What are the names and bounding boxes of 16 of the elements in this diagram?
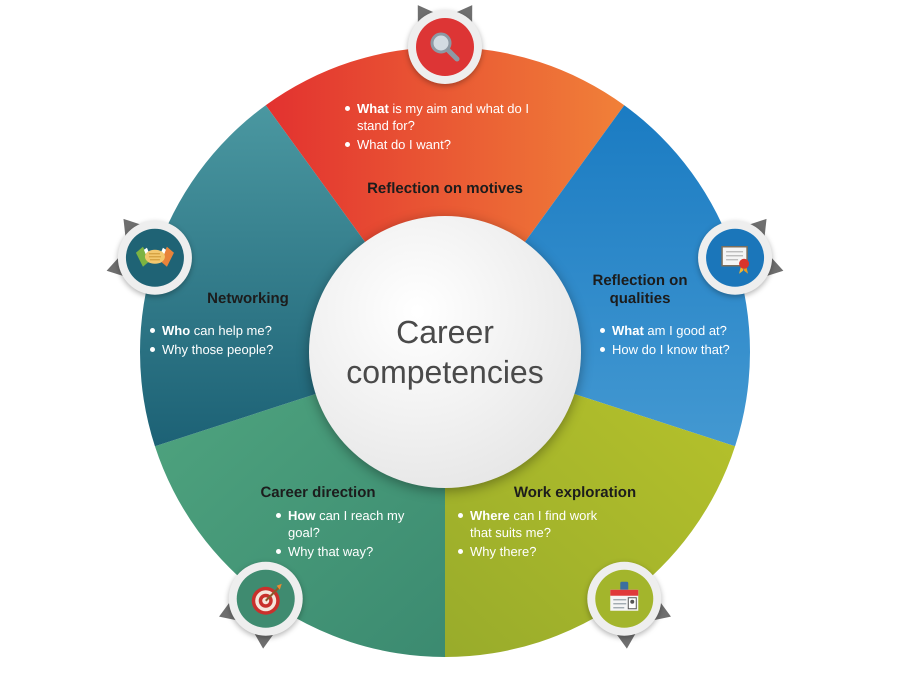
bullet-text: Where can I find work that suits me?: [470, 507, 598, 541]
bullet-text: Why that way?: [288, 543, 374, 560]
bullet-text: How can I reach my goal?: [288, 507, 406, 541]
segment-heading: Career direction: [260, 484, 376, 502]
bullet-text: Why those people?: [162, 341, 274, 358]
segment-heading: Networking: [207, 290, 289, 308]
bullet-text: What do I want?: [357, 136, 451, 153]
segment-heading: Reflection on qualities: [591, 272, 688, 308]
bullet-text: What is my aim and what do I stand for?: [357, 100, 530, 134]
segment-heading: Reflection on motives: [367, 180, 523, 198]
segment-heading: Work exploration: [514, 484, 636, 502]
hub-title: Career competencies: [345, 313, 545, 392]
bullet-text: Who can help me?: [162, 322, 272, 339]
bullet-text: How do I know that?: [612, 341, 730, 358]
bullet-text: Why there?: [470, 543, 536, 560]
bullet-text: What am I good at?: [612, 322, 727, 339]
